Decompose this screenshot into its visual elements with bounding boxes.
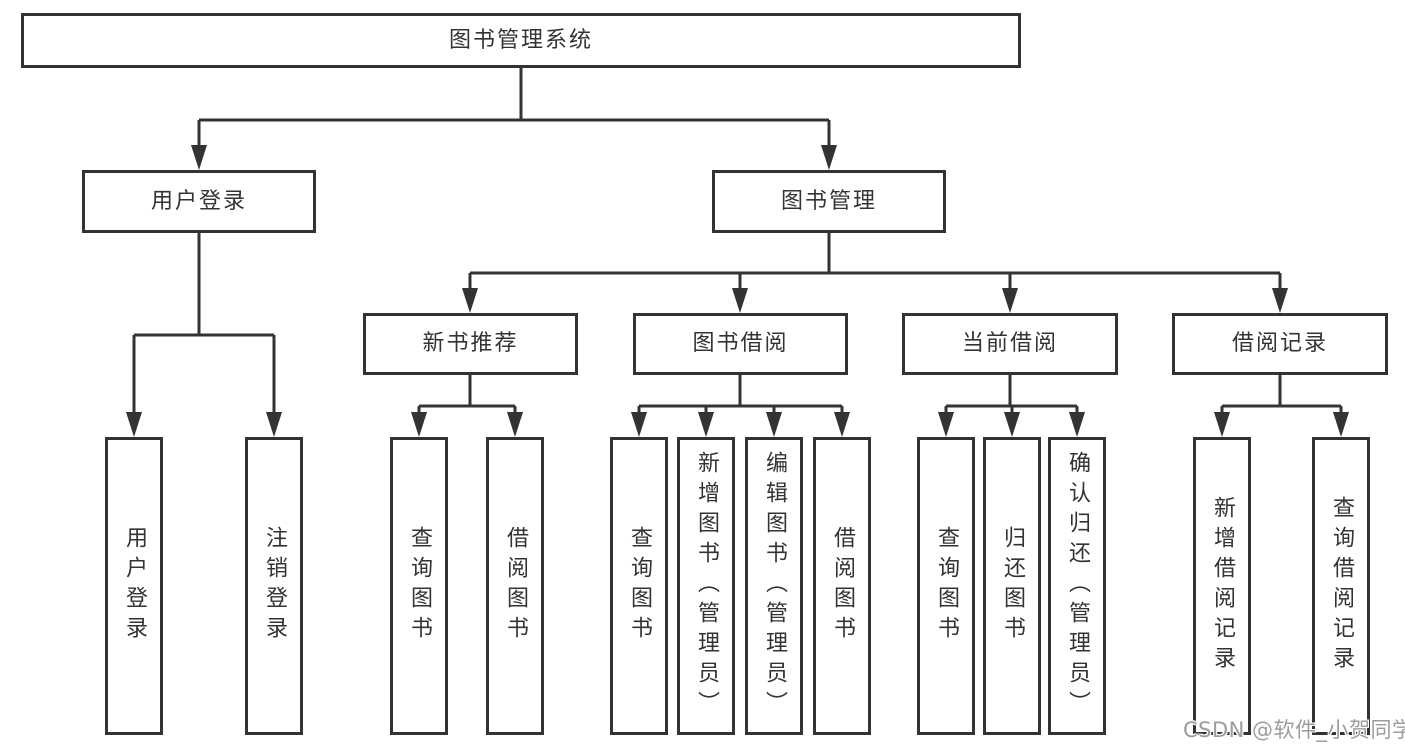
leaf-user-login: 用户登录 (105, 437, 163, 735)
leaf-query-borrow-record: 查询借阅记录 (1312, 437, 1370, 735)
node-book-management: 图书管理 (712, 170, 946, 233)
arrowhead (411, 412, 427, 437)
node-label: 编辑图书（管理员） (762, 451, 787, 721)
arrowhead (462, 288, 478, 313)
node-label: 借阅记录 (1231, 331, 1328, 356)
node-label: 图书管理系统 (448, 27, 593, 53)
connector-user-login-to-leaves (132, 233, 276, 429)
leaf-edit-books-admin: 编辑图书（管理员） (745, 437, 803, 735)
arrowhead (1333, 412, 1349, 437)
node-label: 用户登录 (150, 188, 247, 214)
arrowhead (1069, 412, 1085, 437)
connector-root-to-level2 (197, 68, 831, 162)
node-book-borrowing: 图书借阅 (633, 313, 848, 375)
node-library-management-system: 图书管理系统 (21, 13, 1021, 68)
arrowhead (1004, 412, 1020, 437)
leaf-return-books: 归还图书 (983, 437, 1041, 735)
connector-book-management-to-level3 (468, 233, 1282, 305)
node-label: 注销登录 (262, 526, 287, 646)
node-label: 归还图书 (1000, 526, 1025, 646)
connector-current-borrowing-to-leaves (944, 375, 1079, 429)
arrowhead (126, 412, 142, 437)
node-label: 新增借阅记录 (1210, 496, 1235, 676)
leaf-query-books-current: 查询图书 (917, 437, 975, 735)
node-label: 图书借阅 (692, 331, 789, 356)
arrowhead (1272, 288, 1288, 313)
node-label: 借阅图书 (830, 526, 855, 646)
node-borrow-records: 借阅记录 (1172, 313, 1388, 375)
node-label: 查询图书 (407, 526, 432, 646)
node-label: 借阅图书 (503, 526, 528, 646)
leaf-confirm-return-admin: 确认归还（管理员） (1048, 437, 1106, 735)
node-label: 确认归还（管理员） (1065, 451, 1090, 721)
connector-book-borrowing-to-leaves (637, 375, 844, 429)
arrowhead (266, 412, 282, 437)
node-label: 查询图书 (934, 526, 959, 646)
node-current-borrowing: 当前借阅 (902, 313, 1118, 375)
connector-new-book-recommend-to-leaves (417, 375, 517, 429)
leaf-borrow-books: 借阅图书 (813, 437, 871, 735)
node-label: 当前借阅 (961, 331, 1058, 356)
leaf-logout: 注销登录 (245, 437, 303, 735)
arrowhead (821, 145, 837, 170)
node-label: 新增图书（管理员） (694, 451, 719, 721)
arrowhead (938, 412, 954, 437)
node-label: 图书管理 (780, 188, 877, 214)
node-user-login: 用户登录 (82, 170, 316, 233)
node-label: 查询图书 (627, 526, 652, 646)
connector-borrow-records-to-leaves (1220, 375, 1343, 429)
leaf-add-books-admin: 新增图书（管理员） (677, 437, 735, 735)
csdn-watermark: CSDN @软件_小贺同学 (1183, 718, 1405, 742)
leaf-query-books-borrowing: 查询图书 (610, 437, 668, 735)
arrowhead (766, 412, 782, 437)
arrowhead (698, 412, 714, 437)
leaf-query-books-recommend: 查询图书 (390, 437, 448, 735)
arrowhead (1002, 288, 1018, 313)
arrowhead (191, 145, 207, 170)
arrowhead (834, 412, 850, 437)
leaf-borrow-books-recommend: 借阅图书 (486, 437, 544, 735)
arrowhead (1214, 412, 1230, 437)
node-label: 查询借阅记录 (1329, 496, 1354, 676)
arrowhead (507, 412, 523, 437)
arrowhead (631, 412, 647, 437)
node-label: 新书推荐 (422, 331, 519, 356)
arrowhead (732, 288, 748, 313)
node-new-book-recommend: 新书推荐 (363, 313, 578, 375)
leaf-add-borrow-record: 新增借阅记录 (1193, 437, 1251, 735)
node-label: 用户登录 (122, 526, 147, 646)
